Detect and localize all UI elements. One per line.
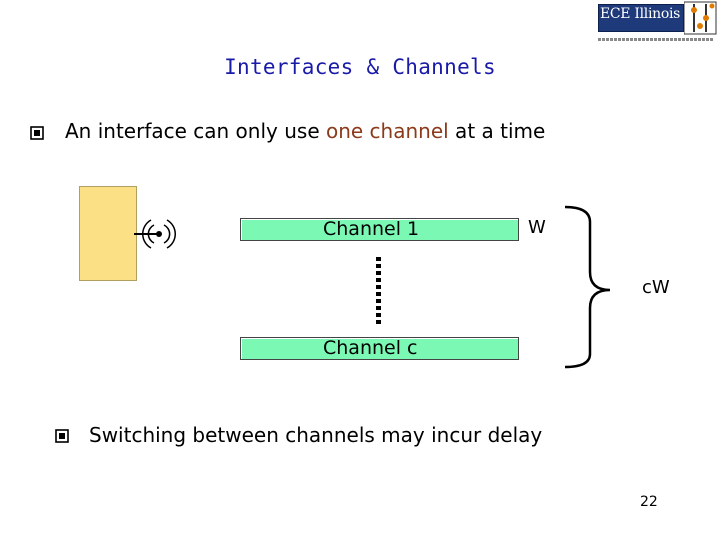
bullet-square-icon (55, 429, 69, 443)
logo-text: ECE Illinois (599, 6, 681, 22)
brace-icon (564, 205, 611, 369)
channel-c-label: Channel c (323, 337, 418, 359)
cw-label: cW (642, 277, 670, 298)
dotted-connector (376, 257, 381, 327)
slide-title: Interfaces & Channels (224, 55, 496, 79)
channel-1-box: Channel 1 (240, 218, 519, 241)
ece-illinois-logo: ECE Illinois (594, 0, 720, 46)
bullet-switching-delay: Switching between channels may incur del… (89, 423, 543, 447)
page-number: 22 (640, 494, 658, 510)
logo-tagline-strip (598, 38, 714, 41)
bullet1-text-before: An interface can only use (65, 119, 326, 143)
logo-emblem-icon (684, 1, 717, 35)
bullet-square-icon (30, 126, 44, 140)
antenna-signal-icon (134, 219, 176, 249)
channel-1-label: Channel 1 (323, 218, 420, 240)
bullet-interface-one-channel: An interface can only use one channel at… (65, 121, 545, 141)
bullet1-text-after: at a time (448, 119, 546, 143)
bullet1-highlight: one channel (325, 119, 449, 143)
w-label: W (528, 217, 546, 238)
channel-c-box: Channel c (240, 337, 519, 360)
logo-box (598, 4, 684, 32)
wireless-device-box (79, 186, 137, 281)
